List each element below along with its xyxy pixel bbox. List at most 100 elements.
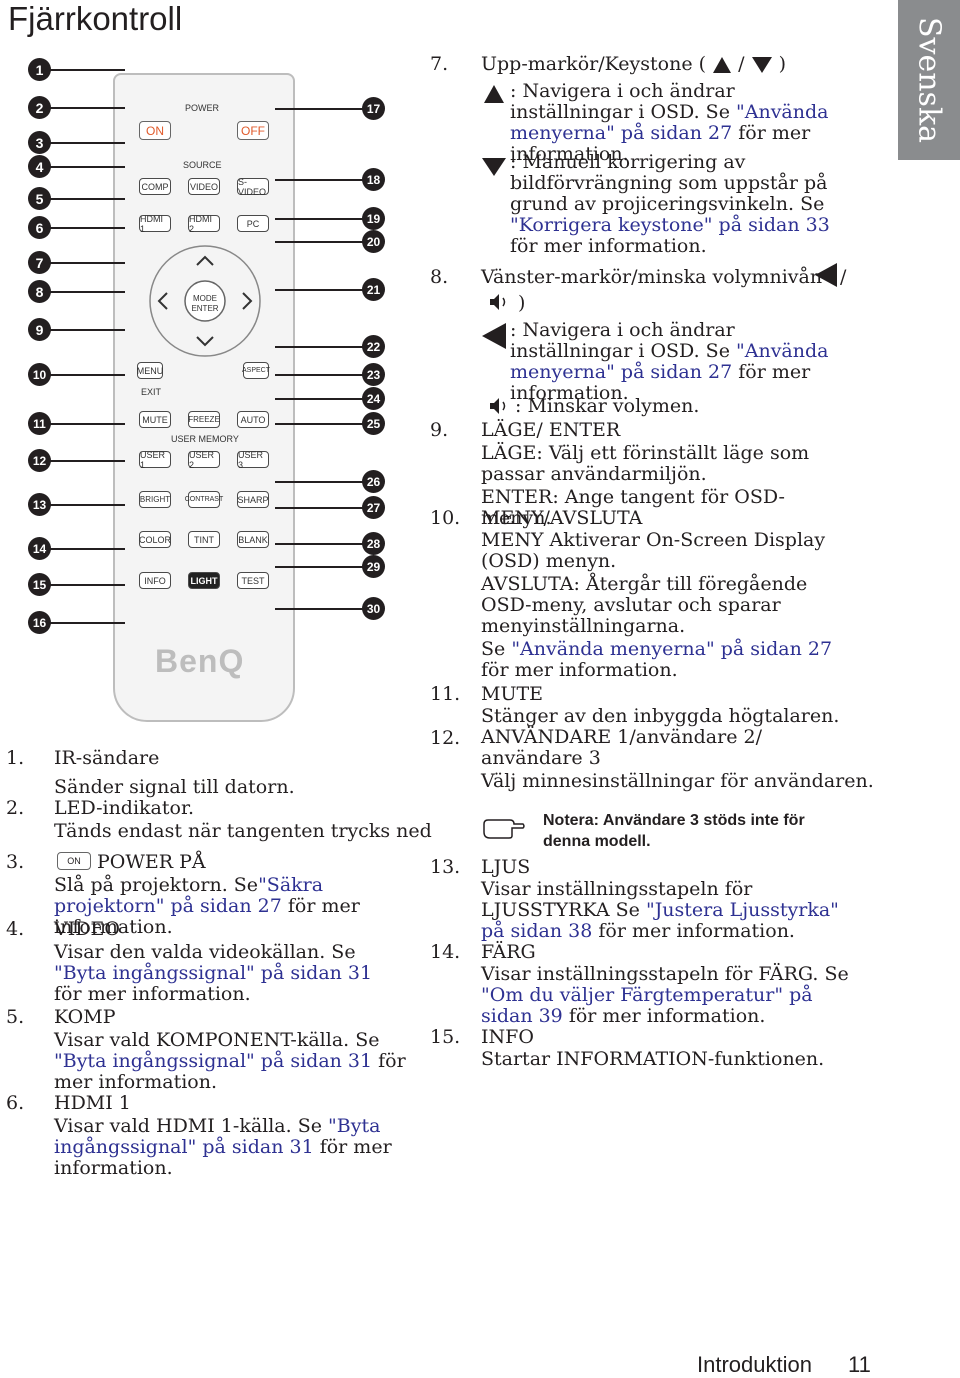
item-3-text: Slå på projektorn. Se"Säkra projektorn" … — [54, 874, 360, 938]
item-11-title: MUTE — [481, 683, 544, 705]
item-9-num: 9. — [430, 419, 449, 441]
item-6-title: HDMI 1 — [54, 1092, 131, 1114]
remote-dpad-illustration — [149, 245, 261, 357]
item-12-note: Notera: Användare 3 stöds inte för denna… — [543, 812, 805, 850]
item-10-avsluta: AVSLUTA: Återgår till föregående OSD-men… — [481, 573, 808, 637]
item-7-up-link[interactable]: "Använda menyerna" på sidan 27 — [510, 101, 829, 144]
item-4-num: 4. — [6, 918, 25, 940]
callout-line — [45, 374, 125, 376]
item-8-title: Vänster-markör/minska volymnivån — [481, 266, 823, 288]
callout-number-22: 22 — [362, 335, 385, 358]
callout-line — [45, 227, 125, 229]
item-8-left-link[interactable]: "Använda menyerna" på sidan 27 — [510, 340, 829, 383]
callout-line — [275, 346, 363, 348]
remote-contrast-button: CONTRAST — [185, 491, 223, 508]
item-14-link[interactable]: "Om du väljer Färgtemperatur" på sidan 3… — [481, 984, 813, 1027]
footer-page-number: 11 — [848, 1352, 871, 1377]
item-5-link[interactable]: "Byta ingångssignal" på sidan 31 — [54, 1050, 373, 1072]
item-4-link[interactable]: "Byta ingångssignal" på sidan 31 — [54, 962, 373, 984]
item-13-text: Visar inställningsstapeln för LJUSSTYRKA… — [481, 878, 839, 942]
speaker-volume-icon — [490, 398, 506, 414]
callout-line — [275, 398, 363, 400]
callout-line — [275, 241, 363, 243]
exit-label: EXIT — [141, 387, 162, 397]
remote-info-button: INFO — [139, 572, 171, 589]
language-tab: Svenska — [898, 0, 960, 160]
remote-control-illustration: POWER ON OFF SOURCE COMP VIDEO S-VIDEO H… — [113, 73, 295, 722]
callout-line — [45, 504, 125, 506]
remote-video-button: VIDEO — [188, 178, 220, 195]
remote-blank-button: BLANK — [237, 531, 269, 548]
item-13-link[interactable]: "Justera Ljusstyrka" på sidan 38 — [481, 899, 839, 942]
remote-sharp-button: SHARP — [237, 491, 269, 508]
item-10-link[interactable]: "Använda menyerna" på sidan 27 — [511, 638, 833, 660]
source-label: SOURCE — [183, 160, 222, 170]
item-8-close: ) — [518, 292, 526, 314]
callout-line — [45, 107, 125, 109]
callout-line — [275, 179, 363, 181]
item-12-num: 12. — [430, 727, 461, 749]
callout-line — [45, 622, 125, 624]
remote-color-button: COLOR — [139, 531, 171, 548]
callout-number-12: 12 — [28, 449, 51, 472]
item-8-sep: / — [840, 266, 847, 288]
item-5-num: 5. — [6, 1006, 25, 1028]
item-8-left-text: : Navigera i och ändrar inställningar i … — [510, 319, 829, 404]
item-1-title: IR-sändare — [54, 747, 160, 769]
item-9-enter: ENTER: Ange tangent för OSD-menyn. — [481, 486, 785, 529]
item-6-num: 6. — [6, 1092, 25, 1114]
brand-logo: BenQ — [155, 643, 245, 679]
item-2-num: 2. — [6, 797, 25, 819]
item-7-title: Upp-markör/Keystone ( / ) — [481, 53, 787, 75]
speaker-volume-icon — [490, 294, 506, 310]
item-10-num: 10. — [430, 507, 461, 529]
item-3-title: POWER PÅ — [97, 851, 206, 873]
item-9-lage: LÄGE: Välj ett förinställt läge som pass… — [481, 442, 810, 485]
callout-line — [45, 142, 125, 144]
callout-line — [275, 108, 363, 110]
item-8-vol-text: : Minskar volymen. — [515, 395, 700, 417]
remote-aspect-button: ASPECT — [242, 362, 270, 379]
item-6-text: Visar vald HDMI 1-källa. Se "Byta ingång… — [54, 1115, 392, 1179]
callout-number-5: 5 — [28, 187, 51, 210]
remote-hdmi2-button: HDMI 2 — [188, 214, 220, 234]
callout-number-27: 27 — [362, 496, 385, 519]
callout-line — [45, 166, 125, 168]
callout-line — [275, 507, 363, 509]
item-7-num: 7. — [430, 53, 449, 75]
item-1-num: 1. — [6, 747, 25, 769]
item-7-down-link[interactable]: "Korrigera keystone" på sidan 33 — [510, 214, 830, 236]
item-14-num: 14. — [430, 941, 461, 963]
item-10-meny: MENY Aktiverar On-Screen Display (OSD) m… — [481, 529, 826, 572]
item-5-text: Visar vald KOMPONENT-källa. Se "Byta ing… — [54, 1029, 406, 1093]
item-3-link[interactable]: "Säkra projektorn" på sidan 27 — [54, 874, 324, 917]
item-3-num: 3. — [6, 851, 25, 873]
item-11-text: Stänger av den inbyggda högtalaren. — [481, 705, 840, 727]
item-12-title: ANVÄNDARE 1/användare 2/ användare 3 — [481, 726, 762, 769]
callout-number-4: 4 — [28, 155, 51, 178]
down-triangle-icon — [482, 158, 506, 176]
item-5-title: KOMP — [54, 1006, 116, 1028]
page-title: Fjärrkontroll — [8, 0, 183, 37]
item-15-num: 15. — [430, 1026, 461, 1048]
callout-number-15: 15 — [28, 573, 51, 596]
left-triangle-icon — [815, 263, 837, 287]
remote-auto-button: AUTO — [237, 411, 269, 428]
callout-line — [45, 548, 125, 550]
item-6-link[interactable]: "Byta ingångssignal" på sidan 31 — [54, 1115, 381, 1158]
callout-line — [275, 608, 363, 610]
callout-number-21: 21 — [362, 278, 385, 301]
item-8-num: 8. — [430, 266, 449, 288]
callout-number-26: 26 — [362, 470, 385, 493]
left-triangle-icon — [482, 323, 506, 349]
user-memory-label: USER MEMORY — [171, 434, 239, 444]
callout-line — [45, 69, 125, 71]
callout-number-14: 14 — [28, 537, 51, 560]
power-label: POWER — [185, 103, 220, 113]
callout-number-23: 23 — [362, 363, 385, 386]
callout-number-18: 18 — [362, 168, 385, 191]
callout-number-20: 20 — [362, 230, 385, 253]
item-7-up-text: : Navigera i och ändrar inställningar i … — [510, 80, 829, 165]
callout-line — [275, 374, 363, 376]
callout-line — [45, 198, 125, 200]
